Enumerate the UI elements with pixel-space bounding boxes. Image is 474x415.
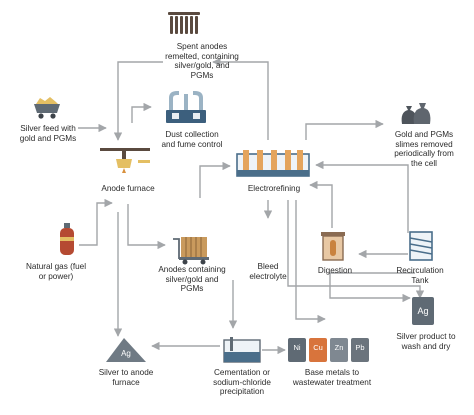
silver-to-furnace-line: furnace bbox=[112, 377, 140, 387]
bleed-line: electrolyte bbox=[249, 271, 287, 281]
electrorefining-cell-icon bbox=[236, 150, 310, 177]
arrow-recirculation-to-electrorefining bbox=[315, 160, 409, 233]
ag-pile-text: Ag bbox=[121, 349, 131, 358]
silver-feed-line: gold and PGMs bbox=[19, 133, 77, 143]
arrow-electrorefining-to-slimes bbox=[305, 119, 384, 140]
recirculation-tank-icon bbox=[409, 231, 433, 261]
dust-collection-line: and fume control bbox=[161, 139, 223, 149]
dust-collection-label: Dust collection and fume control bbox=[152, 130, 232, 149]
slimes-line: the cell bbox=[411, 158, 437, 168]
dust-collection-line: Dust collection bbox=[165, 130, 219, 139]
anodes-line: silver/gold and bbox=[165, 274, 219, 284]
anode-furnace-icon bbox=[100, 148, 150, 173]
silver-feed-line: Silver feed with bbox=[20, 124, 76, 133]
metal-zn-text: Zn bbox=[335, 343, 344, 352]
slimes-line: Gold and PGMs bbox=[394, 130, 454, 139]
arrow-furnace-to-dust bbox=[131, 102, 152, 123]
silver-to-furnace-label: Silver to anode furnace bbox=[86, 368, 166, 387]
recirculation-tank-label: Recirculation Tank bbox=[388, 266, 452, 285]
bleed-line: Bleed bbox=[257, 262, 279, 271]
silver-bar-icon: Ag bbox=[412, 297, 434, 325]
arrow-natural-gas-to-furnace bbox=[79, 198, 113, 246]
anodes-label: Anodes containing silver/gold and PGMs bbox=[152, 265, 232, 294]
silver-feed-label: Silver feed with gold and PGMs bbox=[12, 124, 84, 143]
base-metals-icon: Ni Cu Zn Pb bbox=[288, 338, 369, 362]
dust-collector-icon bbox=[166, 91, 206, 123]
cementation-line: sodium-chloride bbox=[213, 377, 271, 387]
spent-anodes-icon bbox=[168, 12, 200, 34]
metal-pb-text: Pb bbox=[355, 343, 364, 352]
arrow-spent-anodes-to-furnace bbox=[113, 61, 163, 141]
base-metals-line: Base metals to bbox=[304, 368, 360, 377]
metal-ni-text: Ni bbox=[293, 343, 300, 352]
arrow-electrorefining-to-silver-product bbox=[287, 200, 425, 299]
arrow-silver-product-loop bbox=[329, 272, 415, 303]
arrow-furnace-to-anodes bbox=[127, 204, 166, 250]
silver-product-line: wash and dry bbox=[401, 341, 451, 351]
natural-gas-line: or power) bbox=[38, 271, 74, 281]
arrow-electrorefining-to-spent bbox=[212, 57, 269, 140]
electrorefining-line: Electrorefining bbox=[247, 184, 301, 193]
recirculation-line: Recirculation bbox=[396, 266, 444, 275]
silver-product-label: Silver product to wash and dry bbox=[384, 332, 468, 351]
recirculation-line: Tank bbox=[411, 275, 429, 285]
anode-furnace-label: Anode furnace bbox=[98, 184, 158, 194]
bleed-electrolyte-label: Bleed electrolyte bbox=[242, 262, 294, 281]
arrow-digestion-to-electrorefining bbox=[309, 180, 333, 228]
spent-anodes-line: remelted, containing bbox=[165, 51, 239, 61]
slime-bags-icon bbox=[401, 103, 431, 124]
natural-gas-label: Natural gas (fuel or power) bbox=[17, 262, 95, 281]
slimes-line: periodically from bbox=[394, 149, 454, 159]
digestion-line: Digestion bbox=[317, 266, 353, 275]
digestion-label: Digestion bbox=[310, 266, 360, 276]
silver-pile-icon: Ag bbox=[106, 338, 146, 362]
cementation-line: Cementation or bbox=[214, 368, 270, 377]
electrorefining-label: Electrorefining bbox=[240, 184, 308, 194]
spent-anodes-line: PGMs bbox=[190, 70, 214, 80]
arrow-electrorefining-to-digestion bbox=[295, 200, 326, 324]
silver-product-line: Silver product to bbox=[396, 332, 456, 341]
anodes-line: PGMs bbox=[180, 284, 204, 294]
gold-pgm-slimes-label: Gold and PGMs slimes removed periodicall… bbox=[384, 130, 464, 168]
cementation-line: precipitation bbox=[219, 387, 265, 397]
spent-anodes-line: Spent anodes bbox=[176, 42, 228, 51]
spent-anodes-label: Spent anodes remelted, containing silver… bbox=[158, 42, 246, 80]
precipitation-tank-icon bbox=[223, 337, 261, 363]
natural-gas-line: Natural gas (fuel bbox=[25, 262, 87, 271]
slimes-line: slimes removed bbox=[395, 139, 453, 149]
cementation-label: Cementation or sodium-chloride precipita… bbox=[204, 368, 280, 397]
silver-to-furnace-line: Silver to anode bbox=[98, 368, 154, 377]
anode-furnace-line: Anode furnace bbox=[101, 184, 155, 193]
base-metals-label: Base metals to wastewater treatment bbox=[284, 368, 380, 387]
arrow-anodes-to-electrorefining bbox=[199, 161, 231, 198]
metal-cu-text: Cu bbox=[313, 343, 323, 352]
base-metals-line: wastewater treatment bbox=[292, 377, 372, 387]
digestion-vessel-icon bbox=[321, 232, 345, 261]
anodes-line: Anodes containing bbox=[158, 265, 226, 274]
gas-cylinder-icon bbox=[60, 223, 74, 255]
ore-cart-icon bbox=[34, 97, 60, 119]
spent-anodes-line: silver/gold, and bbox=[174, 61, 230, 71]
anodes-cart-icon bbox=[173, 237, 209, 265]
ag-card-text: Ag bbox=[417, 306, 428, 316]
